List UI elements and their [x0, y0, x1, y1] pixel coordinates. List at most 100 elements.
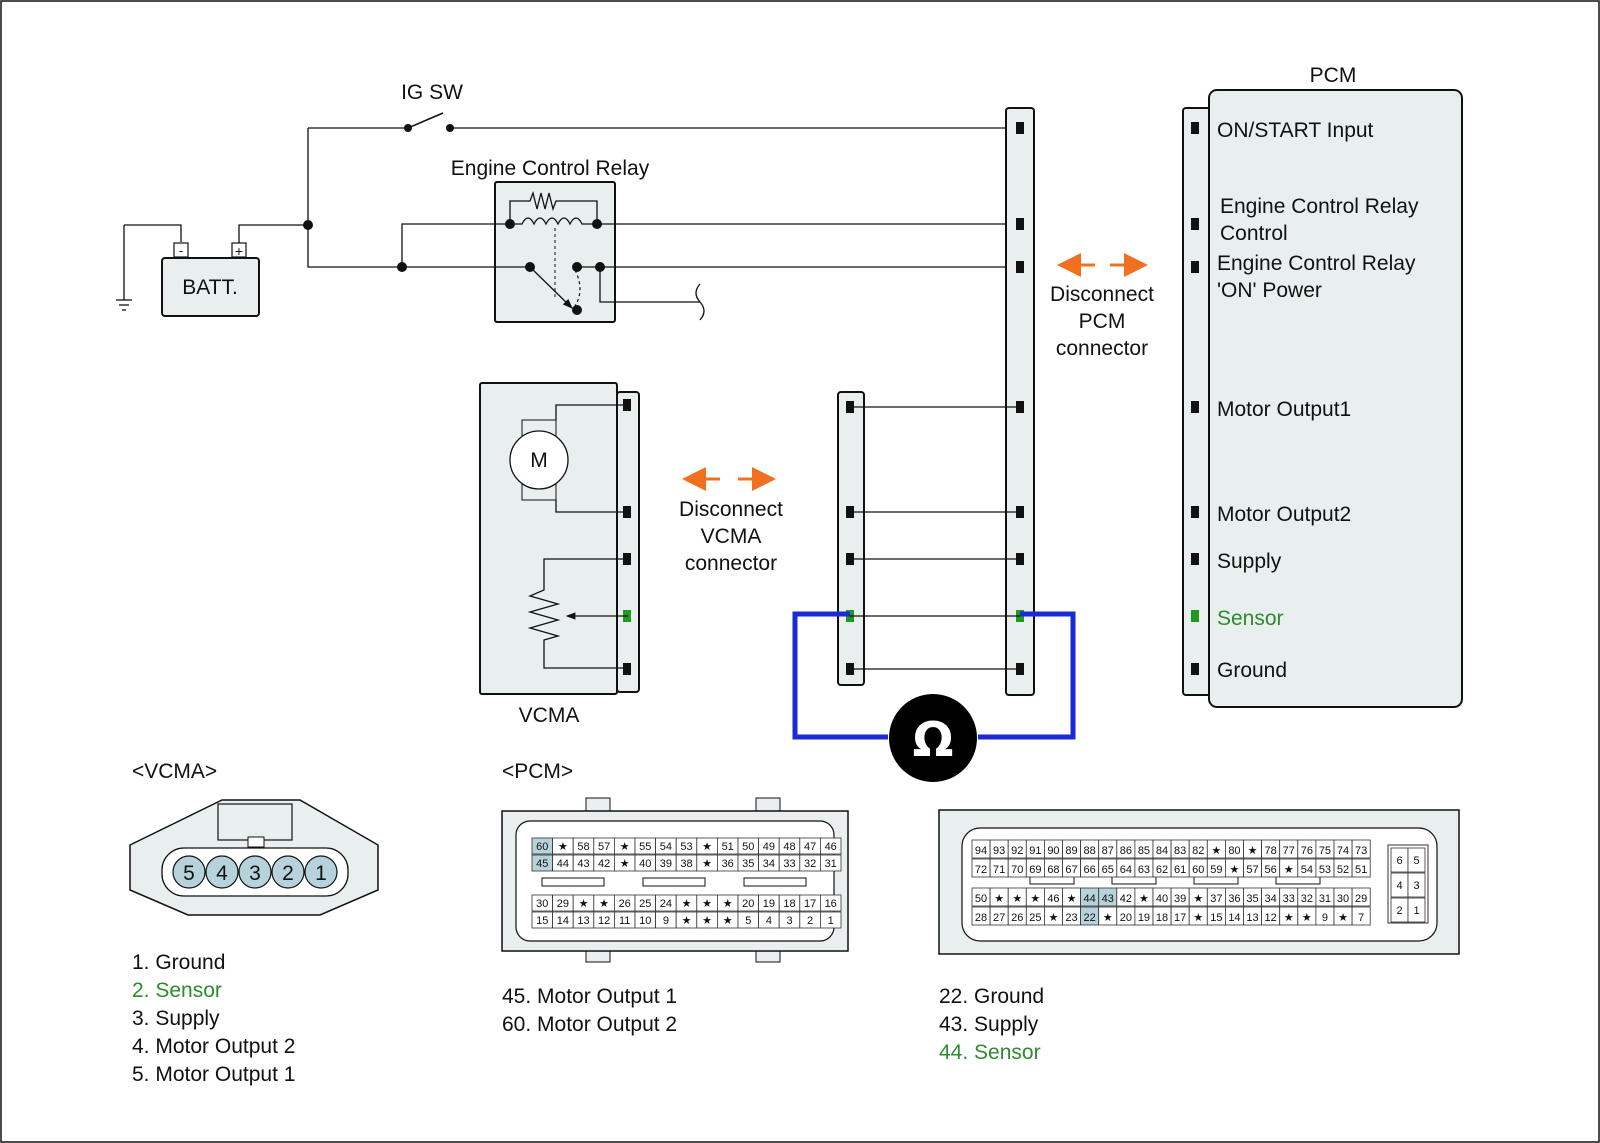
- pcm2-side-cell-label: 5: [1413, 855, 1419, 867]
- pcm-pin-cell-label: 33: [783, 858, 795, 870]
- pcm2-pin-cell-label: 86: [1120, 845, 1132, 857]
- pcm-pin-cell-label: 32: [804, 858, 816, 870]
- pcm2-pin-cell-label: 73: [1355, 845, 1367, 857]
- pcm2-pin-cell-label: 80: [1228, 845, 1240, 857]
- vcma-pin-3: [238, 855, 272, 889]
- pcm2-pin-cell-label: 51: [1355, 864, 1367, 876]
- pcm2-pin-cell-label: ★: [1248, 845, 1258, 857]
- pcm2-pin-cell-label: 7: [1358, 912, 1364, 924]
- pcm2-pin-cell-label: 22: [1084, 912, 1096, 924]
- pcm2-pin-cell-label: 62: [1156, 864, 1168, 876]
- pcm2-pin-cell-label: 42: [1120, 893, 1132, 905]
- pcm2-pin-cell-label: ★: [1012, 893, 1022, 905]
- pcm2-pin-cell-label: 52: [1337, 864, 1349, 876]
- pcm2-pin-cell-label: 39: [1174, 893, 1186, 905]
- disconnect-vcma-line3: connector: [685, 552, 777, 575]
- pcm-pin-cell-label: 36: [722, 858, 734, 870]
- pcm2-pin-cell-label: 75: [1319, 845, 1331, 857]
- disconnect-vcma-callout: Disconnect VCMA connector: [679, 467, 783, 575]
- pcm-pin-cell-label: 14: [557, 915, 569, 927]
- pcm2-pin-cell-label: 68: [1047, 864, 1059, 876]
- pcm2-pin-cell-label: 53: [1319, 864, 1331, 876]
- pcm2-side-cell-label: 4: [1396, 880, 1402, 892]
- pcm-pin-cell-label: ★: [702, 915, 712, 927]
- pcm2-pin-cell-label: 56: [1265, 864, 1277, 876]
- vcma-legend-1: 1. Ground: [132, 951, 225, 974]
- pcm2-pin-cell-label: 57: [1246, 864, 1258, 876]
- pcm2-pin-cell-label: ★: [1284, 912, 1294, 924]
- battery-neg-label: -: [179, 243, 183, 258]
- pcm-pin-cell-label: 47: [804, 841, 816, 853]
- battery-label: BATT.: [182, 276, 238, 299]
- pcm2-pin-cell-label: 46: [1047, 893, 1059, 905]
- disconnect-pcm-line1: Disconnect: [1050, 283, 1154, 306]
- pcm2-pin-cell-label: 44: [1084, 893, 1096, 905]
- ig-sw-label: IG SW: [401, 81, 463, 104]
- pcm-pin-cell-label: 29: [557, 898, 569, 910]
- pcm-pin-cell-label: 25: [639, 898, 651, 910]
- vcma-pin-label: 2: [282, 862, 294, 885]
- pcm2-pin-cell-label: 66: [1084, 864, 1096, 876]
- pcm2-legend-2: 43. Supply: [939, 1013, 1039, 1036]
- pcm-pin-cell-label: 46: [825, 841, 837, 853]
- pcm-pin-cell: [820, 894, 842, 912]
- pcm2-pin-cell: [1351, 906, 1371, 926]
- pcm2-pin-cell-label: 30: [1337, 893, 1349, 905]
- pcm2-pin-cell-label: 32: [1301, 893, 1313, 905]
- vcma-pin-2: [271, 855, 305, 889]
- pcm2-pin-cell-label: 25: [1029, 912, 1041, 924]
- pcm2-pin-cell-label: 9: [1322, 912, 1328, 924]
- pcm-pin-cell-label: ★: [702, 841, 712, 853]
- pcm-pin-cell-label: 40: [639, 858, 651, 870]
- pcm2-pin-cell-label: 59: [1210, 864, 1222, 876]
- pcm-pin-cell-label: 9: [663, 915, 669, 927]
- pcm-pin-cell-label: 57: [598, 841, 610, 853]
- pcm2-pin-cell-label: 43: [1102, 893, 1114, 905]
- pcm2-pin-cell-label: 14: [1228, 912, 1240, 924]
- pcm2-pin-cell-label: 92: [1011, 845, 1023, 857]
- pcm-pin-cell-label: ★: [723, 915, 733, 927]
- pcm2-pin-cell-label: 82: [1192, 845, 1204, 857]
- motor-label: M: [530, 449, 548, 472]
- pcm2-pin-cell-label: 15: [1210, 912, 1222, 924]
- pcm-pin-cell: [820, 854, 842, 872]
- pcm-pin-cell-label: 15: [536, 915, 548, 927]
- pcm2-pin-cell-label: ★: [1067, 893, 1077, 905]
- pcm2-pin-cell-label: ★: [1302, 912, 1312, 924]
- pcm2-pin-cell-label: 17: [1174, 912, 1186, 924]
- pcm-pin-cell-label: 11: [619, 915, 630, 927]
- pcm2-pin-cell-label: 27: [993, 912, 1005, 924]
- pcm2-side-cell-label: 3: [1413, 880, 1419, 892]
- pcm2-pin-cell-label: 50: [975, 893, 987, 905]
- pcm2-pin-cell-label: 33: [1283, 893, 1295, 905]
- ohm-icon: [889, 694, 977, 782]
- vcma-pin-label: 4: [216, 862, 228, 885]
- pcm2-pin-cell-label: 35: [1246, 893, 1258, 905]
- pcm-pin-cell-label: ★: [682, 915, 692, 927]
- pcm-pin-ecr-control-2: Control: [1220, 222, 1288, 245]
- pcm-pin-cell-label: 30: [536, 898, 548, 910]
- pcm-pin-ground: Ground: [1217, 659, 1287, 682]
- pcm-module: PCM ON/START Input Engine Control Relay …: [1182, 64, 1463, 708]
- pcm2-pin-cell-label: 93: [993, 845, 1005, 857]
- pcm-connector-title: <PCM>: [502, 760, 573, 783]
- pcm2-pin-cell-label: 12: [1265, 912, 1277, 924]
- pcm-title: PCM: [1310, 64, 1357, 87]
- pcm-legend: 45. Motor Output 1 60. Motor Output 2: [502, 985, 677, 1036]
- pcm-pin-cell: [820, 837, 842, 855]
- pcm-pin-cell-label: 26: [619, 898, 631, 910]
- pcm2-pin-cell-label: 67: [1065, 864, 1077, 876]
- pcm2-pin-cell-label: 19: [1138, 912, 1150, 924]
- pcm2-pin-cell-label: ★: [1230, 864, 1240, 876]
- pcm2-pin-cell-label: 85: [1138, 845, 1150, 857]
- pcm-pin-ecr-control-1: Engine Control Relay: [1220, 195, 1419, 218]
- pcm-pin-cell-label: 49: [763, 841, 775, 853]
- disconnect-vcma-line2: VCMA: [701, 525, 762, 548]
- pcm-pin-cell-label: 10: [639, 915, 651, 927]
- pcm2-pin-cell-label: ★: [994, 893, 1004, 905]
- disconnect-pcm-line3: connector: [1056, 337, 1148, 360]
- pcm-pin-cell-label: ★: [620, 841, 630, 853]
- pcm2-pin-cell-label: 72: [975, 864, 987, 876]
- pcm2-pin-cell-label: 23: [1065, 912, 1077, 924]
